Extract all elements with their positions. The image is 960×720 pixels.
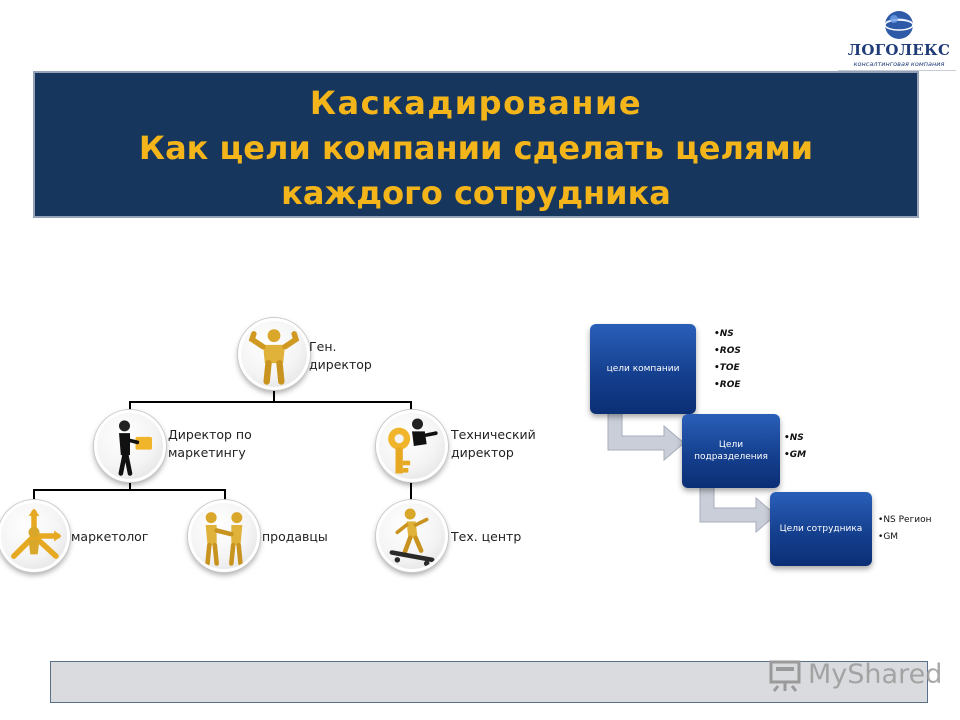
figure-handshake-icon (205, 512, 243, 566)
bullet-item: GM (878, 529, 932, 546)
title-line-2: Как цели компании сделать целями (138, 129, 814, 167)
watermark: MyShared (768, 656, 942, 696)
figure-arrows-icon (11, 508, 62, 559)
node-gen-director (238, 318, 310, 390)
figure-key-icon (388, 418, 438, 474)
node-label-tech-center: Тех. центр (451, 529, 522, 544)
node-marketing-director (94, 410, 166, 482)
node-label-tech-director: Технический директор (451, 427, 536, 460)
org-chart: Ген. директор Директор по маркетингу Тех… (0, 300, 560, 600)
cascade-box-employee-goals: Цели сотрудника (770, 492, 872, 566)
figure-flex-icon (248, 329, 300, 385)
bullet-item: GM (784, 447, 806, 464)
connector-line (129, 401, 412, 403)
cascade-box-company-goals: цели компании (590, 324, 696, 414)
cascade-label-company-goals: цели компании (606, 364, 680, 374)
bullet-item: NS (714, 326, 741, 343)
cascade-bullets-employee: NS Регион GM (878, 512, 932, 546)
watermark-text: MyShared (808, 659, 943, 690)
logo-subtitle: консалтинговая компания (853, 60, 945, 68)
cascade-box-department-goals: Цели подразделения (682, 414, 780, 488)
node-label-sales: продавцы (262, 529, 328, 544)
title-line-3: каждого сотрудника (281, 174, 671, 212)
node-label-marketing-director: Директор по маркетингу (168, 427, 252, 460)
node-sales (188, 500, 260, 572)
node-marketer (0, 500, 70, 572)
title-line-1: Каскадирование (309, 84, 643, 122)
logo-brand-text: ЛОГОЛЕКС (847, 41, 951, 59)
connector-line (33, 489, 35, 501)
cascade-label-department-goals: Цели подразделения (694, 440, 768, 462)
figure-presenter-icon (118, 420, 152, 476)
bullet-item: ROE (714, 377, 741, 394)
node-label-marketer: маркетолог (71, 529, 149, 544)
cascade-diagram: цели компании NS ROS TOE ROE Цели подраз… (580, 310, 960, 580)
bullet-item: ROS (714, 343, 741, 360)
bullet-item: TOE (714, 360, 741, 377)
globe-icon (884, 11, 914, 39)
cascade-bullets-department: NS GM (784, 430, 806, 464)
presentation-icon (769, 660, 801, 692)
bullet-item: NS Регион (878, 512, 931, 529)
connector-line (129, 480, 131, 490)
connector-line (129, 401, 131, 411)
node-tech-director (376, 410, 448, 482)
node-tech-center (376, 500, 448, 572)
node-label-gen-director: Ген. директор (309, 339, 372, 372)
company-logo: ЛОГОЛЕКС консалтинговая компания (846, 8, 952, 68)
connector-line (410, 401, 412, 411)
figure-skateboard-icon (389, 508, 435, 567)
cascade-arrow-icon (699, 482, 777, 534)
cascade-arrow-icon (607, 410, 685, 462)
bullet-item: NS (784, 430, 806, 447)
cascade-label-employee-goals: Цели сотрудника (779, 524, 863, 534)
connector-line (224, 489, 226, 501)
connector-line (273, 388, 275, 402)
cascade-bullets-company: NS ROS TOE ROE (714, 326, 741, 394)
connector-line (410, 480, 412, 502)
logo-divider (838, 70, 956, 71)
connector-line (33, 489, 226, 491)
title-banner: Каскадирование Как цели компании сделать… (33, 71, 919, 218)
